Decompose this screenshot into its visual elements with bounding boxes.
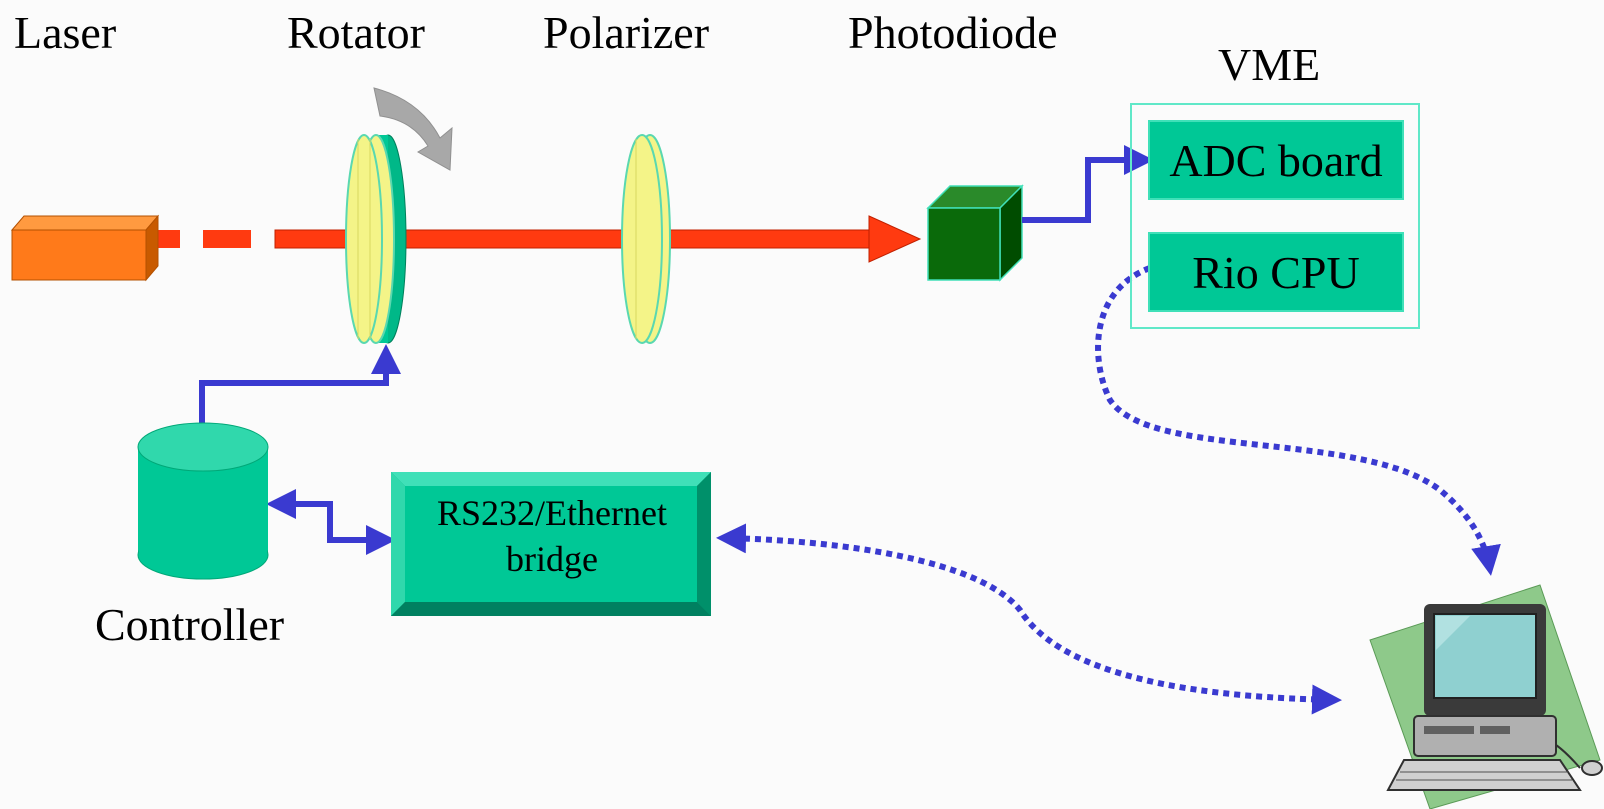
photodiode-icon [926, 184, 1024, 282]
adc-board: ADC board [1148, 120, 1404, 200]
rio-cpu: Rio CPU [1148, 232, 1404, 312]
laser-beam [150, 215, 922, 263]
cpu-computer-link [1095, 265, 1501, 576]
rotation-arrow-icon [373, 87, 453, 171]
controller-bridge-wire [266, 489, 396, 555]
laser-label: Laser [14, 7, 117, 58]
photodiode-adc-wire [1022, 145, 1154, 223]
bridge-icon [391, 472, 711, 616]
bridge-label-line1: RS232/Ethernet [437, 493, 667, 533]
controller-icon [137, 422, 269, 580]
vme-crate [1130, 103, 1420, 329]
computer-icon [1369, 584, 1603, 809]
controller-rotator-wire [199, 344, 401, 425]
vme-label: VME [1218, 39, 1321, 90]
polarizer-label: Polarizer [543, 7, 710, 58]
controller-label: Controller [95, 599, 285, 650]
bridge-label: RS232/Ethernet bridge [393, 490, 711, 582]
rotator-icon [345, 134, 407, 344]
laser-icon [10, 214, 160, 282]
bridge-label-line2: bridge [506, 539, 598, 579]
bridge-computer-link [716, 523, 1342, 715]
polarizer-icon [621, 134, 671, 344]
photodiode-label: Photodiode [848, 7, 1058, 58]
rotator-label: Rotator [287, 7, 425, 58]
